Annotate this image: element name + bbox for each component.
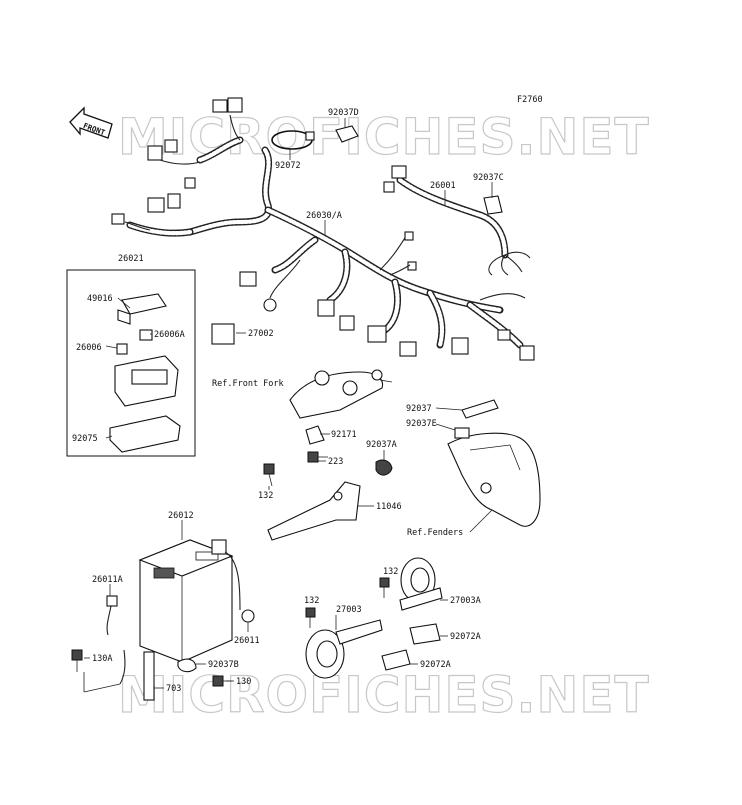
label-26006a: 26006A <box>154 330 185 340</box>
watermark-bottom: MICROFICHES.NET <box>118 666 650 724</box>
relay-27002 <box>211 323 235 345</box>
label-27003: 27003 <box>336 605 362 615</box>
label-92037b: 92037B <box>208 660 239 670</box>
label-92037e: 92037E <box>406 419 437 429</box>
ref-front-fork: Ref.Front Fork <box>212 379 284 389</box>
fuse-box-group <box>66 269 196 457</box>
bolt-132c <box>305 607 316 628</box>
label-92075: 92075 <box>72 434 98 444</box>
label-92171: 92171 <box>331 430 357 440</box>
bracket-11046 <box>267 481 361 541</box>
main-harness <box>111 97 535 361</box>
label-132b: 132 <box>383 567 398 577</box>
clip-92037b <box>177 658 197 673</box>
cable-26011 <box>224 551 241 611</box>
part-labels: 92037D 92072 26001 92037C 26030/A 26021 … <box>72 108 504 694</box>
rear-fender <box>447 399 541 527</box>
ref-fenders: Ref.Fenders <box>407 528 463 538</box>
label-92037c: 92037C <box>473 173 504 183</box>
label-132c: 132 <box>304 596 319 606</box>
label-26011: 26011 <box>234 636 260 646</box>
clip-92037c <box>483 195 503 215</box>
label-132a: 132 <box>258 491 273 501</box>
label-92037: 92037 <box>406 404 432 414</box>
clip-92037d <box>335 125 359 143</box>
fuse-box-parts <box>109 293 181 453</box>
bolt-130a <box>71 649 83 672</box>
label-26012: 26012 <box>168 511 194 521</box>
label-26001: 26001 <box>430 181 456 191</box>
label-27003a: 27003A <box>450 596 481 606</box>
bolt-132b <box>379 577 390 598</box>
bracket-92072a-1 <box>409 623 441 645</box>
label-92072a-2: 92072A <box>420 660 451 670</box>
battery-26012 <box>138 539 234 663</box>
label-26030a: 26030/A <box>306 211 342 221</box>
clip-92037a <box>375 459 393 476</box>
label-26011a: 26011A <box>92 575 123 585</box>
label-703: 703 <box>166 684 181 694</box>
label-26021: 26021 <box>118 254 144 264</box>
leader-lines <box>83 118 493 693</box>
label-92037d: 92037D <box>328 108 359 118</box>
label-130: 130 <box>236 677 251 687</box>
label-92072a-1: 92072A <box>450 632 481 642</box>
stem-bracket <box>289 369 384 445</box>
bolt-223 <box>307 451 328 463</box>
front-arrow-icon: FRONT <box>69 106 113 139</box>
sub-harness-26001 <box>383 165 531 276</box>
figure-code: F2760 <box>517 95 543 105</box>
label-26006: 26006 <box>76 343 102 353</box>
horn-27003 <box>305 619 383 679</box>
label-11046: 11046 <box>376 502 402 512</box>
label-130a: 130A <box>92 654 112 664</box>
label-92037a: 92037A <box>366 440 397 450</box>
label-27002: 27002 <box>248 329 274 339</box>
clamp-92072 <box>271 130 315 150</box>
bolt-132a <box>263 463 275 487</box>
label-223: 223 <box>328 457 343 467</box>
horn-27003a <box>399 557 443 611</box>
tube-703 <box>143 651 155 701</box>
label-92072: 92072 <box>275 161 301 171</box>
label-49016: 49016 <box>87 294 113 304</box>
watermark-top: MICROFICHES.NET <box>118 108 650 166</box>
